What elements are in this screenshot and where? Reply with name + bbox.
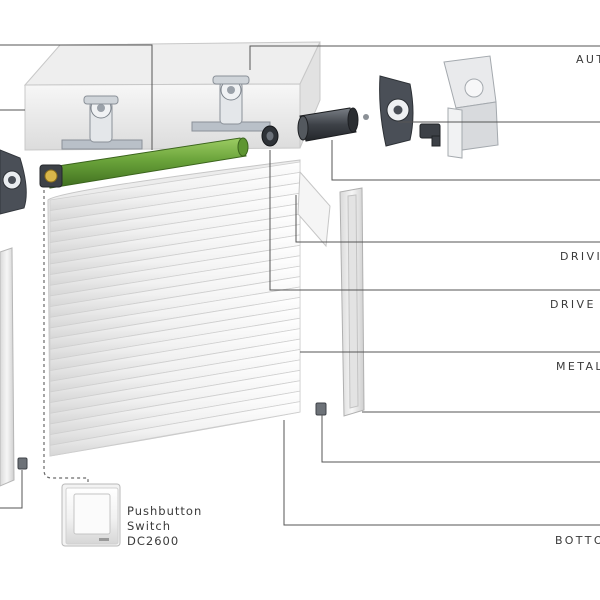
drive-adapter-cylinder [297,107,369,142]
end-bracket-right [379,75,414,147]
top-lip-profile [297,170,331,248]
pushbutton-switch [61,483,121,547]
shutter-slat [49,401,301,457]
callout-bottom: BOTTO [555,534,600,547]
switch-caption-line-2: Switch [127,519,172,533]
end-cap-housing [419,55,499,159]
shutter-curtain [47,159,301,457]
drive-coupler [261,125,279,147]
guide-rail-left [0,247,15,487]
mounting-clamp-right [191,75,271,132]
tubular-motor [39,137,249,189]
guide-rail [339,187,365,417]
callout-drive-adapter: DRIVE A [550,298,600,311]
switch-caption-line-3: DC2600 [127,534,180,548]
end-bracket-left [0,149,27,215]
callout-drive: DRIVI [560,250,600,263]
end-stop-right [315,402,327,416]
end-stop-left [17,457,28,470]
mounting-clamp-left [61,95,143,150]
switch-caption: Pushbutton Switch DC2600 [127,504,202,549]
leader-lines [0,44,600,526]
callout-automatic: AUT [576,53,600,66]
switch-caption-line-1: Pushbutton [127,504,203,518]
callout-metal: METAL [556,360,600,373]
